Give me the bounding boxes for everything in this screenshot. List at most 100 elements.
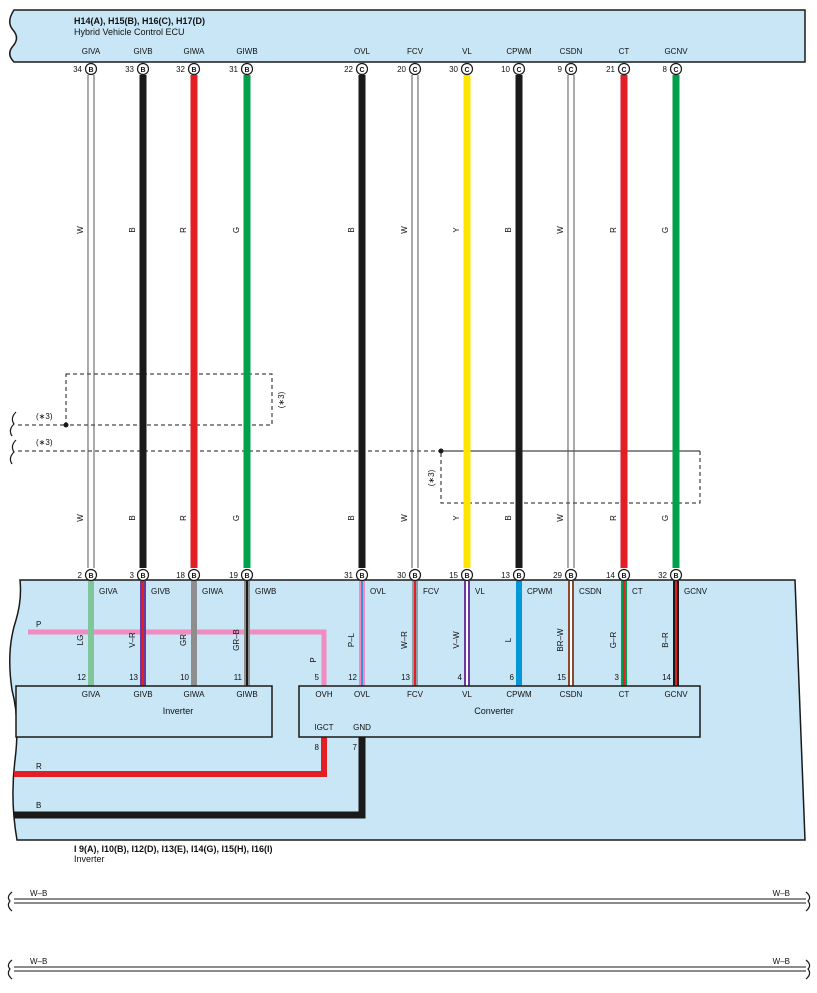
wire-color-lower-giwa: R (179, 515, 188, 521)
inverter-pin-ovl-circle (355, 568, 369, 582)
shield-box-upper (65, 373, 273, 426)
inverter-pin-giwa-connector: B (191, 573, 196, 580)
wire-color-upper-fcv: W (400, 226, 409, 234)
bus-line-2-right-label: W–B (773, 957, 790, 966)
shield-note-lower: (∗3) (36, 438, 53, 447)
igct-wire-color: R (36, 762, 42, 771)
inverter-pin-givb-circle (136, 568, 150, 582)
ecu-pin-ct-circle (617, 62, 631, 76)
internal-color-fcv: W–R (400, 631, 409, 649)
internal-color-vl: V–W (452, 631, 461, 649)
ecu-connector-list: H14(A), H15(B), H16(C), H17(D) (74, 16, 205, 26)
ecu-pin-giva-circle (84, 62, 98, 76)
internal-color-cpwm: L (504, 637, 513, 642)
bus-line-2: W–B W–B (7, 957, 811, 980)
internal-color-giwa: GR (179, 634, 188, 646)
gnd-pin: 7 (353, 743, 358, 752)
ecu-pin-giwb-connector: B (244, 67, 249, 74)
ecu-pin-fcv-connector: C (412, 67, 417, 74)
break-mark-lower (9, 439, 17, 465)
inverter-pin-fcv-circle (408, 568, 422, 582)
internal-pin-fcv: 13 (401, 673, 410, 682)
ecu-pin-ovl-connector: C (359, 67, 364, 74)
gnd-wire (14, 737, 366, 819)
inverter-pin-fcv-number: 30 (397, 571, 406, 580)
bus-line-1-right-label: W–B (773, 889, 790, 898)
inverter-pin-ct-connector: B (621, 573, 626, 580)
terminal-givb: GIVB (133, 690, 152, 699)
ecu-pin-cpwm-connector: C (516, 67, 521, 74)
terminal-ct: CT (619, 690, 630, 699)
ecu-pin-gcnv-number: 8 (663, 65, 668, 74)
inverter-pin-vl-number: 15 (449, 571, 458, 580)
bus-line-1: W–B W–B (7, 889, 811, 912)
wire-color-upper-giva: W (76, 226, 85, 234)
terminal-cpwm: CPWM (506, 690, 532, 699)
ecu-signal-csdn: CSDN (560, 47, 583, 56)
inverter-pin-csdn-number: 29 (553, 571, 562, 580)
ovh-wire-color: P (36, 620, 41, 629)
ecu-to-inverter-wires (87, 75, 680, 568)
inverter-pin-givb-number: 3 (130, 571, 135, 580)
terminal-giva: GIVA (82, 690, 101, 699)
ecu-pin-fcv-number: 20 (397, 65, 406, 74)
inverter-pin-vl-connector: B (464, 573, 469, 580)
break-mark-upper (9, 411, 17, 437)
ecu-pin-givb-circle (136, 62, 150, 76)
gnd-wire-color: B (36, 801, 41, 810)
inverter-pin-csdn-circle (564, 568, 578, 582)
inverter-pin-gcnv-connector: B (673, 573, 678, 580)
internal-harness (14, 581, 679, 819)
internal-pin-vl: 4 (458, 673, 463, 682)
inverter-pin-gcnv-circle (669, 568, 683, 582)
wire-color-lower-fcv: W (400, 514, 409, 522)
inverter-name: Inverter (74, 854, 105, 864)
inverter-signal-giwa: GIWA (202, 587, 224, 596)
wire-color-lower-gcnv: G (661, 515, 670, 521)
inverter-signal-giwb: GIWB (255, 587, 276, 596)
shield-dot-upper (63, 422, 69, 428)
internal-color-giwb: GR–B (232, 629, 241, 651)
ecu-signal-fcv: FCV (407, 47, 424, 56)
shield-box-lower (440, 450, 701, 504)
ecu-signal-giwa: GIWA (183, 47, 205, 56)
ecu-name: Hybrid Vehicle Control ECU (74, 27, 185, 37)
terminal-giwb: GIWB (236, 690, 257, 699)
terminal-gcnv: GCNV (664, 690, 688, 699)
bus-line-2-left-label: W–B (30, 957, 47, 966)
inverter-pin-giva-circle (84, 568, 98, 582)
ecu-signal-ovl: OVL (354, 47, 371, 56)
wire-color-upper-giwb: G (232, 227, 241, 233)
internal-color-gcnv: B–R (661, 632, 670, 648)
internal-pin-gcnv: 14 (662, 673, 671, 682)
shield-note-upper: (∗3) (36, 412, 53, 421)
wire-color-upper-vl: Y (452, 227, 461, 233)
inverter-pin-giva-connector: B (88, 573, 93, 580)
ovh-terminal: OVH (315, 690, 333, 699)
inverter-signal-fcv: FCV (423, 587, 440, 596)
internal-color-csdn: BR–W (556, 628, 565, 652)
wire-color-upper-csdn: W (556, 226, 565, 234)
inverter-signal-csdn: CSDN (579, 587, 602, 596)
ecu-pin-gcnv-connector: C (673, 67, 678, 74)
internal-pin-cpwm: 6 (510, 673, 515, 682)
wire-color-lower-ovl: B (347, 515, 356, 520)
inverter-pin-giwa-number: 18 (176, 571, 185, 580)
ecu-pin-giwb-circle (240, 62, 254, 76)
inverter-signal-gcnv: GCNV (684, 587, 708, 596)
inverter-signal-ovl: OVL (370, 587, 387, 596)
wire-color-lower-cpwm: B (504, 515, 513, 520)
ecu-pin-fcv-circle (408, 62, 422, 76)
inverter-signal-cpwm: CPWM (527, 587, 553, 596)
ecu-signal-vl: VL (462, 47, 472, 56)
inverter-signal-vl: VL (475, 587, 485, 596)
inverter-pin-giwb-number: 19 (229, 571, 238, 580)
terminal-vl: VL (462, 690, 472, 699)
igct-terminal: IGCT (314, 723, 333, 732)
inverter-pin-giwa-circle (187, 568, 201, 582)
shield-note-lower-box: (∗3) (427, 469, 436, 486)
terminal-csdn: CSDN (560, 690, 583, 699)
ecu-pin-vl-circle (460, 62, 474, 76)
